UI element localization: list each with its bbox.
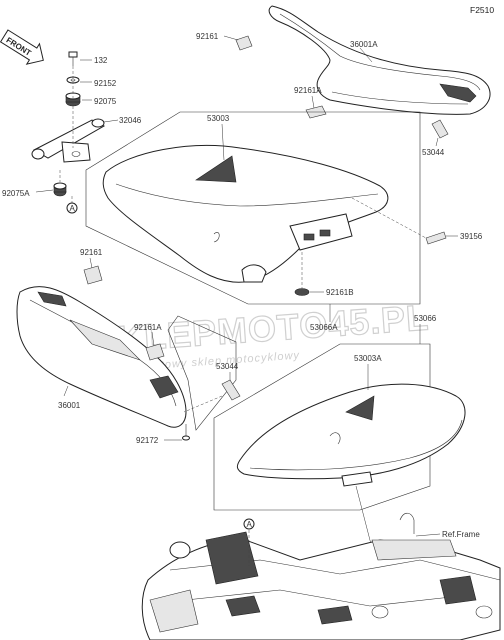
label-92161a-top: 92161A — [294, 86, 322, 95]
label-32046: 32046 — [119, 116, 142, 125]
front-arrow-icon: FRONT — [0, 29, 44, 65]
clip-39156 — [425, 231, 447, 245]
label-53044-mid: 53044 — [216, 362, 239, 371]
label-92161-left: 92161 — [80, 248, 103, 257]
ref-a-circle-bottom — [243, 518, 255, 530]
pad-92161-top — [235, 35, 253, 51]
label-53003a: 53003A — [354, 354, 382, 363]
seat-53003a — [236, 383, 466, 487]
label-92075a: 92075A — [2, 189, 30, 198]
label-92172: 92172 — [136, 436, 159, 445]
group-box-36001 — [167, 315, 237, 431]
bumper-53044-right — [431, 119, 449, 139]
rear-cover-upper — [268, 5, 491, 115]
ref-a-circle-top — [66, 202, 78, 214]
label-53003: 53003 — [207, 114, 230, 123]
ref-a-bottom: A — [247, 520, 253, 529]
label-53066a: 53066A — [310, 323, 338, 332]
bolt-132 — [68, 51, 78, 66]
pad-92161a-left — [145, 343, 165, 361]
bumper-53044-mid — [221, 379, 241, 401]
seat-53003 — [102, 145, 389, 283]
damper-92075 — [65, 92, 81, 107]
pad-92161b — [294, 288, 310, 296]
label-39156: 39156 — [460, 232, 483, 241]
label-53066: 53066 — [414, 314, 437, 323]
screw-92172 — [182, 424, 190, 441]
label-36001a: 36001A — [350, 40, 378, 49]
label-36001: 36001 — [58, 401, 81, 410]
label-92161b: 92161B — [326, 288, 354, 297]
label-92152: 92152 — [94, 79, 117, 88]
ref-a-top: A — [70, 204, 76, 213]
ref-frame-label: Ref.Frame — [442, 530, 480, 539]
label-53044-right: 53044 — [422, 148, 445, 157]
group-box-53066a — [85, 111, 421, 305]
side-cover-36001 — [16, 286, 187, 428]
label-92075: 92075 — [94, 97, 117, 106]
frame-rear — [141, 512, 501, 640]
bracket-32046 — [31, 118, 106, 163]
label-92161-top: 92161 — [196, 32, 219, 41]
damper-92075a — [53, 182, 67, 197]
pad-92161-left — [83, 265, 103, 285]
label-92161a-left: 92161A — [134, 323, 162, 332]
group-box-53066 — [213, 343, 431, 511]
label-132: 132 — [94, 56, 108, 65]
figure-code: F2510 — [470, 5, 494, 15]
